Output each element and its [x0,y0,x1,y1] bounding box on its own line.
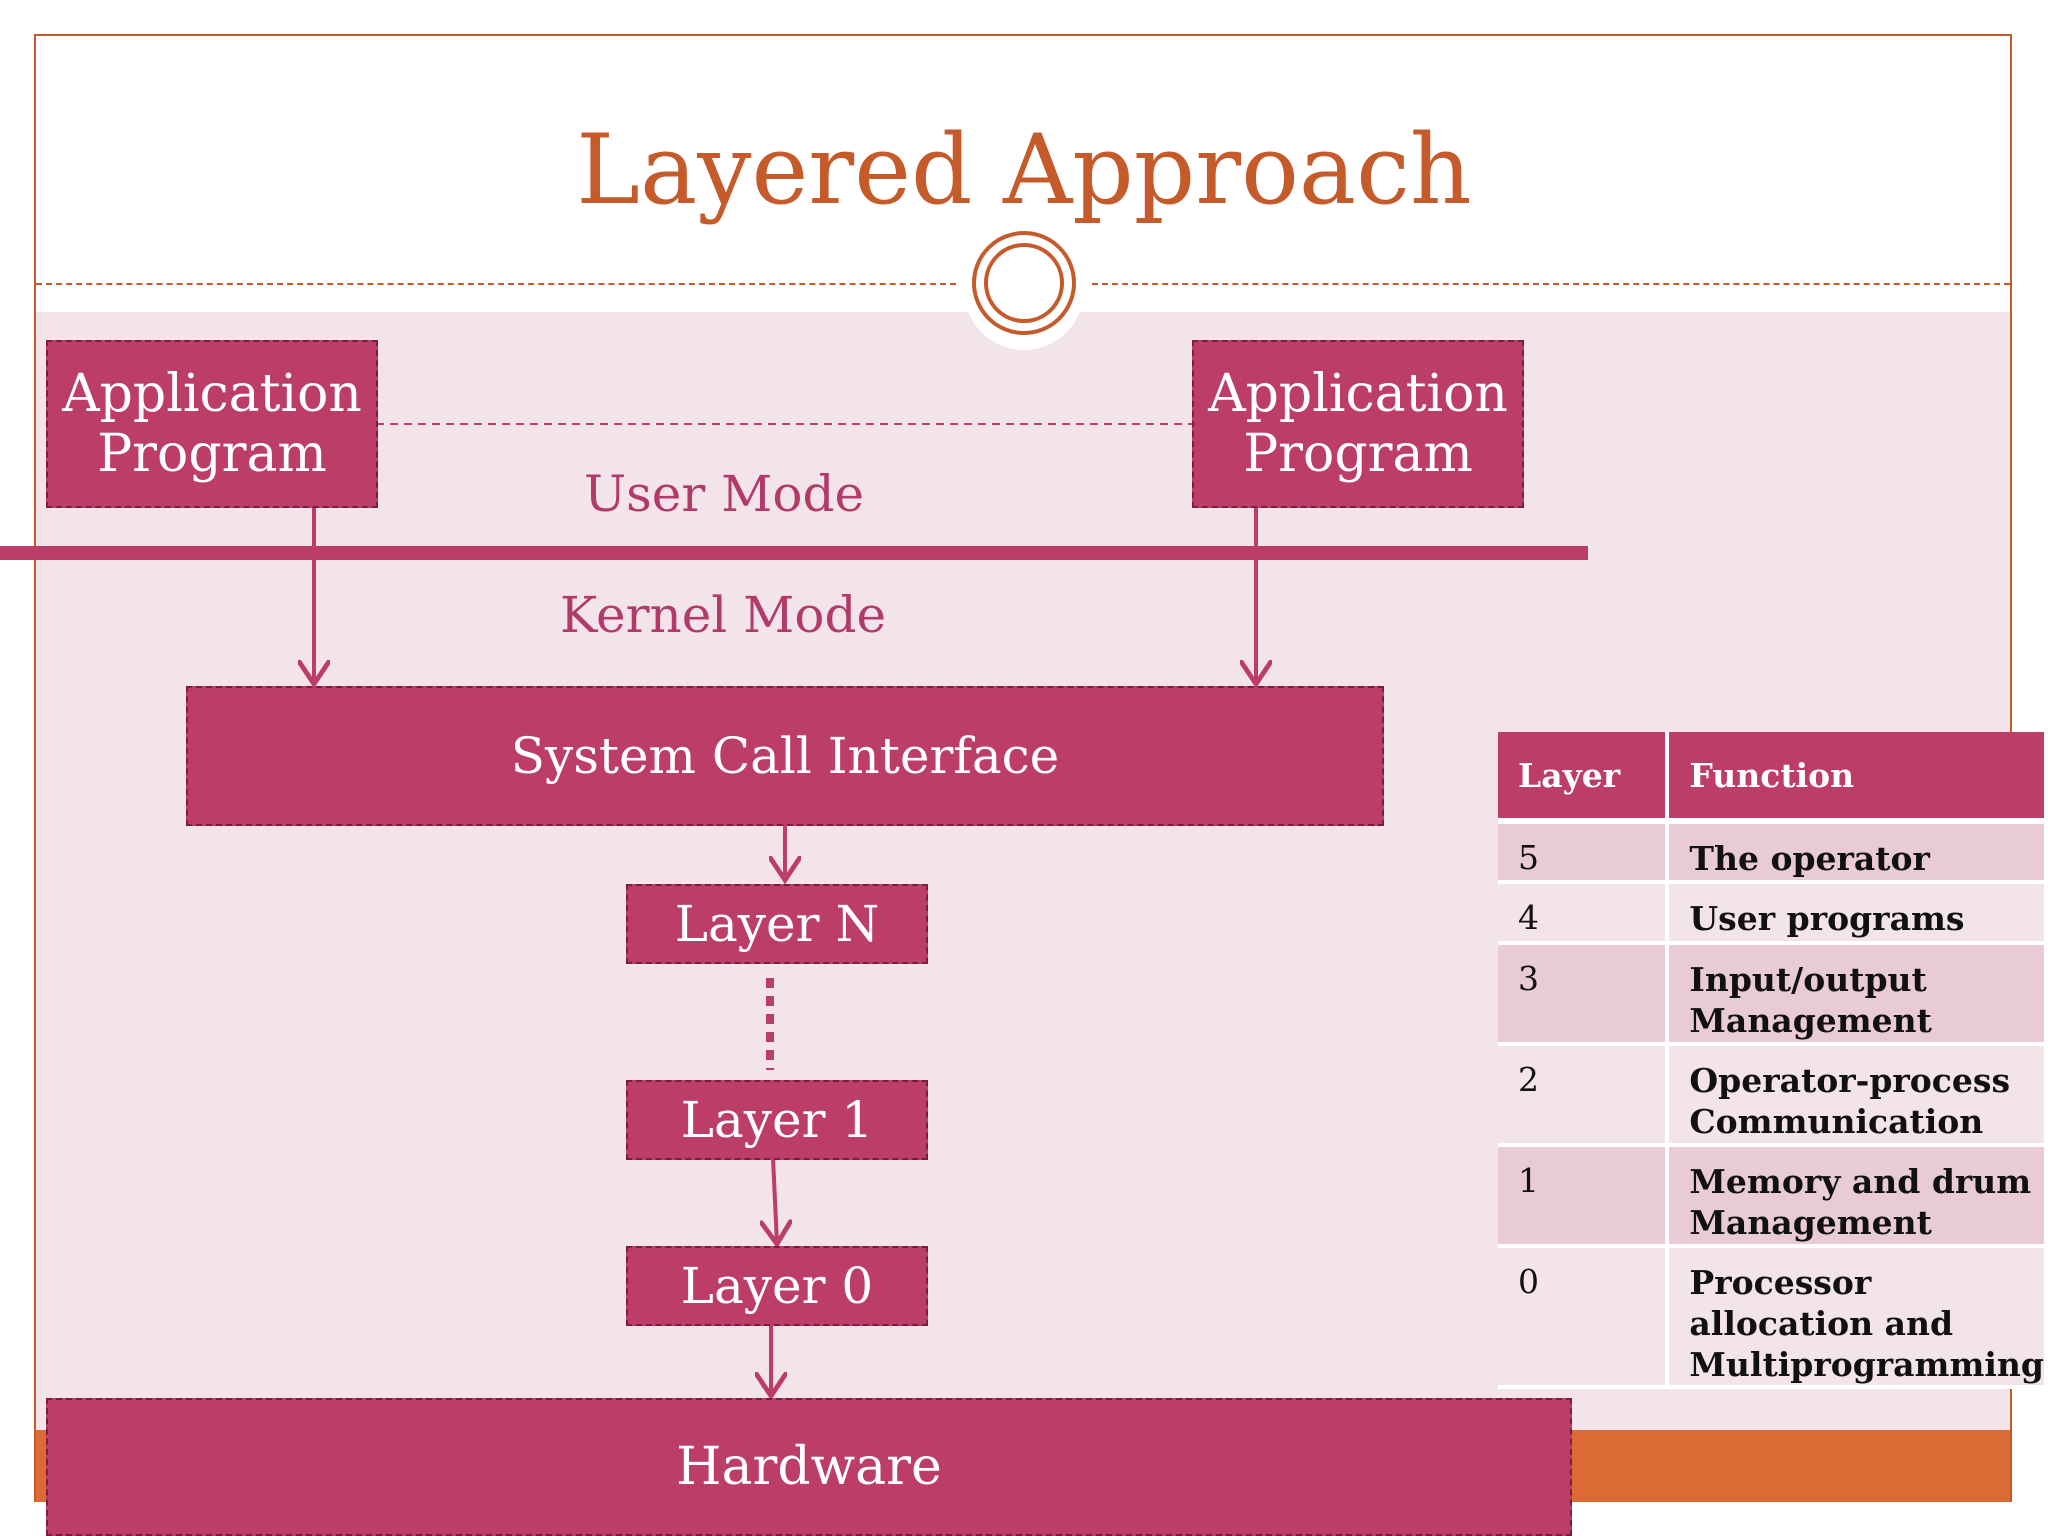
table-row: 3 Input/output Management [1498,943,2048,1046]
table-cell-layer: 4 [1498,882,1670,945]
application-program-right-label: Application Program [1208,364,1508,484]
system-call-interface-box: System Call Interface [186,686,1384,826]
hardware-label: Hardware [676,1437,942,1497]
table-cell-function: Processor allocation and Multiprogrammin… [1667,1246,2048,1389]
table-row: 5 The operator [1498,821,2048,884]
layer-0-box: Layer 0 [626,1246,928,1326]
application-program-left: Application Program [46,340,378,508]
table-row: 2 Operator-process Communication [1498,1044,2048,1147]
table-cell-function: Operator-process Communication [1667,1044,2048,1147]
title-divider-right [1092,283,2010,285]
layer-1-box: Layer 1 [626,1080,928,1160]
table-cell-layer: 5 [1498,821,1670,884]
table-header-layer: Layer [1498,732,1670,824]
user-mode-label: User Mode [584,465,865,523]
application-program-right: Application Program [1192,340,1524,508]
table-cell-function: Memory and drum Management [1667,1145,2048,1248]
title-divider-left [36,283,956,285]
table-header-row: Layer Function [1498,732,2048,824]
table-cell-function: User programs [1667,882,2048,945]
table-cell-layer: 0 [1498,1246,1670,1389]
layer-n-box: Layer N [626,884,928,964]
application-program-left-label: Application Program [62,364,362,484]
table-header-function: Function [1667,732,2048,824]
kernel-mode-label: Kernel Mode [560,586,887,644]
table-row: 0 Processor allocation and Multiprogramm… [1498,1246,2048,1389]
layer-1-label: Layer 1 [680,1091,874,1149]
system-call-interface-label: System Call Interface [510,727,1060,785]
table-cell-function: Input/output Management [1667,943,2048,1046]
table-cell-layer: 1 [1498,1145,1670,1248]
layer-n-label: Layer N [674,895,880,953]
mode-boundary-bar [0,546,1588,560]
table-row: 4 User programs [1498,882,2048,945]
table-cell-function: The operator [1667,821,2048,884]
table-cell-layer: 2 [1498,1044,1670,1147]
layer-function-table: Layer Function 5 The operator 4 User pro… [1498,732,2048,1389]
table-row: 1 Memory and drum Management [1498,1145,2048,1248]
slide-title: Layered Approach [576,114,1472,226]
layer-0-label: Layer 0 [680,1257,874,1315]
arrow-layer1-to-layer0 [773,1157,777,1244]
divider-ring-inner-icon [984,243,1064,323]
hardware-box: Hardware [46,1398,1572,1536]
table-cell-layer: 3 [1498,943,1670,1046]
